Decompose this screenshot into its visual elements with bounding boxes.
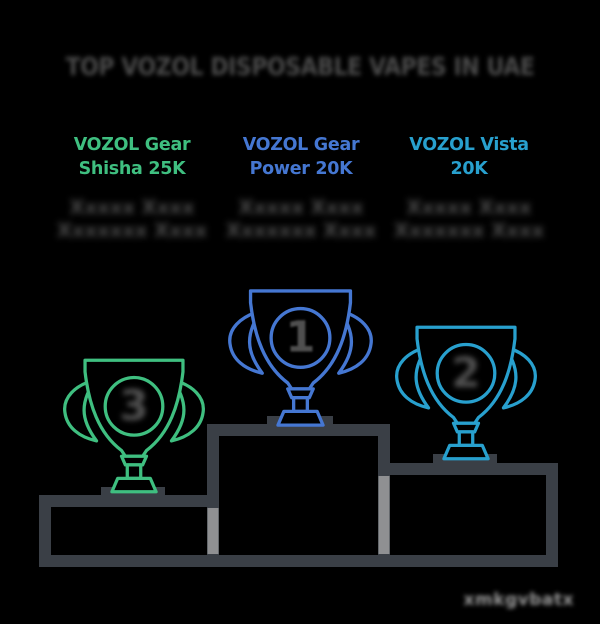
trophy-first: 1 — [227, 287, 374, 430]
blurred-text-block: Xxxxx Xxxx Xxxxxxx Xxxx — [56, 196, 208, 242]
product-name-line2: Power 20K — [249, 159, 353, 179]
rank-number: 3 — [119, 381, 149, 431]
watermark-logo: xmkgvbatx — [463, 590, 574, 610]
podium-step-second — [378, 463, 558, 567]
podium-step-first — [207, 424, 390, 567]
trophy-second: 2 — [394, 323, 538, 464]
blurred-text-block: Xxxxx Xxxx Xxxxxxx Xxxx — [393, 196, 545, 242]
trophy-third: 3 — [62, 356, 206, 497]
product-name-line1: VOZOL Gear — [73, 135, 191, 155]
product-name-line2: 20K — [450, 159, 488, 179]
product-name-line1: VOZOL Vista — [409, 135, 529, 155]
product-column-3: VOZOL Vista 20K Xxxxx Xxxx Xxxxxxx Xxxx — [383, 133, 555, 242]
product-name-line1: VOZOL Gear — [242, 135, 360, 155]
product-column-1: VOZOL Gear Shisha 25K Xxxxx Xxxx Xxxxxxx… — [46, 133, 218, 242]
blurred-text-block: Xxxxx Xxxx Xxxxxxx Xxxx — [225, 196, 377, 242]
page-title: TOP VOZOL DISPOSABLE VAPES IN UAE — [65, 52, 535, 81]
product-column-2: VOZOL Gear Power 20K Xxxxx Xxxx Xxxxxxx … — [215, 133, 387, 242]
rank-number: 2 — [451, 348, 481, 398]
product-name-line2: Shisha 25K — [78, 159, 186, 179]
rank-number: 1 — [285, 312, 316, 363]
podium-step-third — [39, 495, 219, 567]
